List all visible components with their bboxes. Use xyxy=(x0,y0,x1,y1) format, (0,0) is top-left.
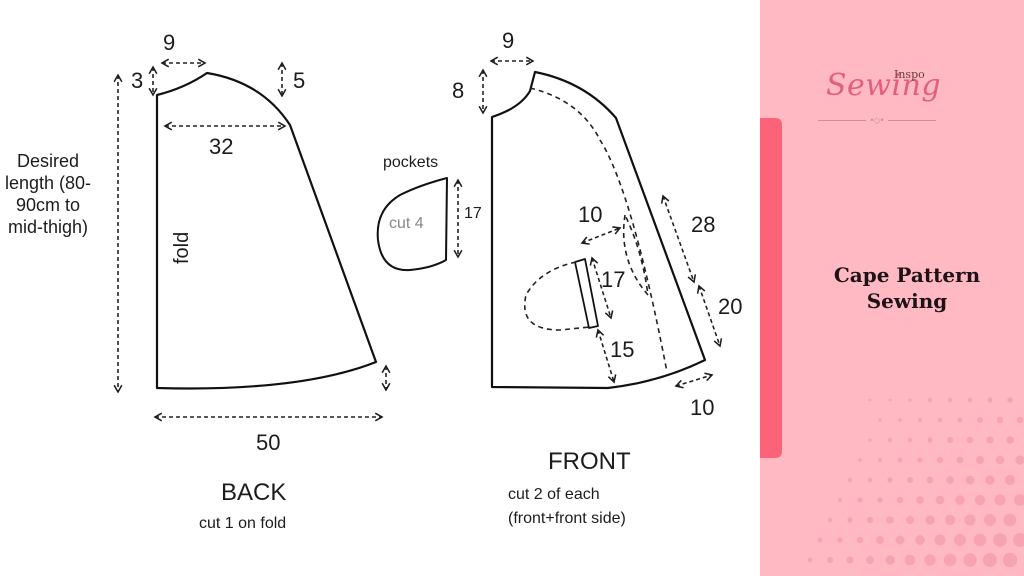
logo-script-text: Sewing xyxy=(826,68,942,103)
side-panel xyxy=(760,0,1024,576)
front-pocket-bottom-label: 15 xyxy=(610,337,635,362)
panel-title-line1: Cape Pattern xyxy=(833,263,981,287)
front-piece-outline xyxy=(490,70,707,390)
back-subtitle: cut 1 on fold xyxy=(199,515,287,532)
front-pocket-offset-label: 10 xyxy=(578,202,603,227)
pocket-cut-label: cut 4 xyxy=(389,215,424,232)
halftone-dots-decoration xyxy=(807,397,1024,568)
fold-label: fold xyxy=(171,231,193,264)
front-hem-side-label: 10 xyxy=(690,395,715,420)
back-piece-outline xyxy=(155,71,378,390)
pattern-lines xyxy=(113,56,723,422)
panel-title: Cape Pattern Sewing xyxy=(790,262,1024,314)
back-title: BACK xyxy=(221,479,287,506)
front-lower-side-label: 20 xyxy=(718,294,743,319)
sewing-inspo-logo: Sewing Inspo •◇• xyxy=(818,60,942,130)
logo-ornament-icon: •◇• xyxy=(870,115,884,125)
front-subtitle-line1: cut 2 of each xyxy=(508,486,600,503)
logo-small-text: Inspo xyxy=(894,68,925,81)
pocket-welt xyxy=(574,258,599,329)
back-shoulder-drop-label: 5 xyxy=(293,68,306,93)
desired-length-label: Desired length (80-90cm to mid-thigh) xyxy=(4,151,92,237)
front-neck-width-label: 9 xyxy=(502,28,515,53)
front-neck-depth-label: 8 xyxy=(452,78,465,103)
pattern-diagram: 9 3 5 32 Desired length (80-90cm to mid-… xyxy=(4,28,743,532)
panel-title-line2: Sewing xyxy=(866,289,948,313)
logo-divider: •◇• xyxy=(818,115,936,125)
front-pocket-opening-label: 17 xyxy=(601,267,626,292)
front-upper-side-label: 28 xyxy=(691,212,716,237)
pocket-label: pockets xyxy=(383,154,439,171)
back-neck-depth-label: 3 xyxy=(131,68,144,93)
back-neck-width-label: 9 xyxy=(163,30,176,55)
back-chest-width-label: 32 xyxy=(209,134,234,159)
front-subtitle-line2: (front+front side) xyxy=(508,510,626,527)
accent-bar xyxy=(760,118,782,458)
front-title: FRONT xyxy=(548,448,631,475)
pocket-height-label: 17 xyxy=(464,205,482,222)
pocket-outline xyxy=(376,177,448,272)
back-hem-width-label: 50 xyxy=(256,430,281,455)
